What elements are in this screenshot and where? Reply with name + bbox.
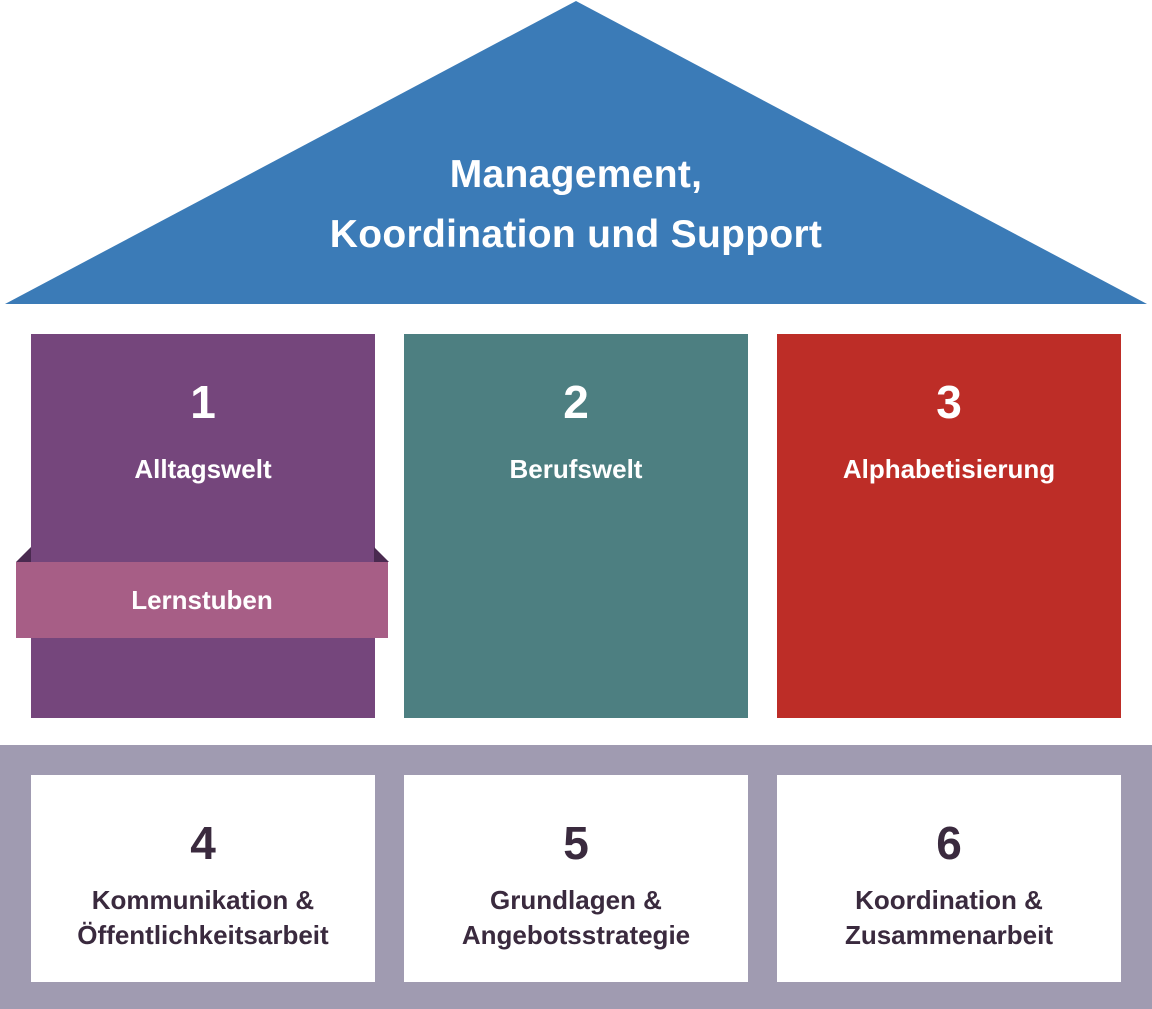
foundation-box-number: 4 [190,817,216,869]
pillar-berufswelt: 2 Berufswelt [404,334,748,718]
pillar-alphabetisierung: 3 Alphabetisierung [777,334,1121,718]
roof-shape [5,1,1147,304]
pillar-number: 1 [190,376,216,428]
roof-title-line1: Management, [449,153,703,196]
roof-title-line2: Koordination und Support [329,213,823,256]
pillar-alltagswelt: 1 Alltagswelt [31,334,375,718]
foundation-box-label: Kommunikation & Öffentlichkeitsarbeit [31,883,375,953]
pillar-number: 2 [563,376,589,428]
ribbon-lernstuben: Lernstuben [16,562,388,638]
foundation-box-label-line1: Grundlagen & [490,885,662,915]
roof-title: Management, Koordination und Support [0,145,1152,265]
pillar-label: Berufswelt [509,454,643,484]
ribbon-fold-left [16,547,31,562]
foundation-box-grundlagen: 5 Grundlagen & Angebotsstrategie [404,775,748,982]
roof-triangle [5,1,1147,304]
foundation-box-number: 6 [936,817,962,869]
pillar-number: 3 [936,376,962,428]
foundation-box-label: Grundlagen & Angebotsstrategie [404,883,748,953]
pillar-label: Alltagswelt [134,454,272,484]
foundation-box-label-line1: Koordination & [855,885,1043,915]
foundation-box-label-line2: Öffentlichkeitsarbeit [77,920,329,950]
foundation-box-number: 5 [563,817,589,869]
foundation-box-label: Koordination & Zusammenarbeit [777,883,1121,953]
foundation-box-label-line1: Kommunikation & [91,885,315,915]
ribbon-fold-right [374,547,389,562]
foundation-box-koordination: 6 Koordination & Zusammenarbeit [777,775,1121,982]
pillar-label: Alphabetisierung [842,454,1056,484]
foundation-box-label-line2: Angebotsstrategie [461,920,691,950]
foundation-box-kommunikation: 4 Kommunikation & Öffentlichkeitsarbeit [31,775,375,982]
foundation-box-label-line2: Zusammenarbeit [844,920,1054,950]
